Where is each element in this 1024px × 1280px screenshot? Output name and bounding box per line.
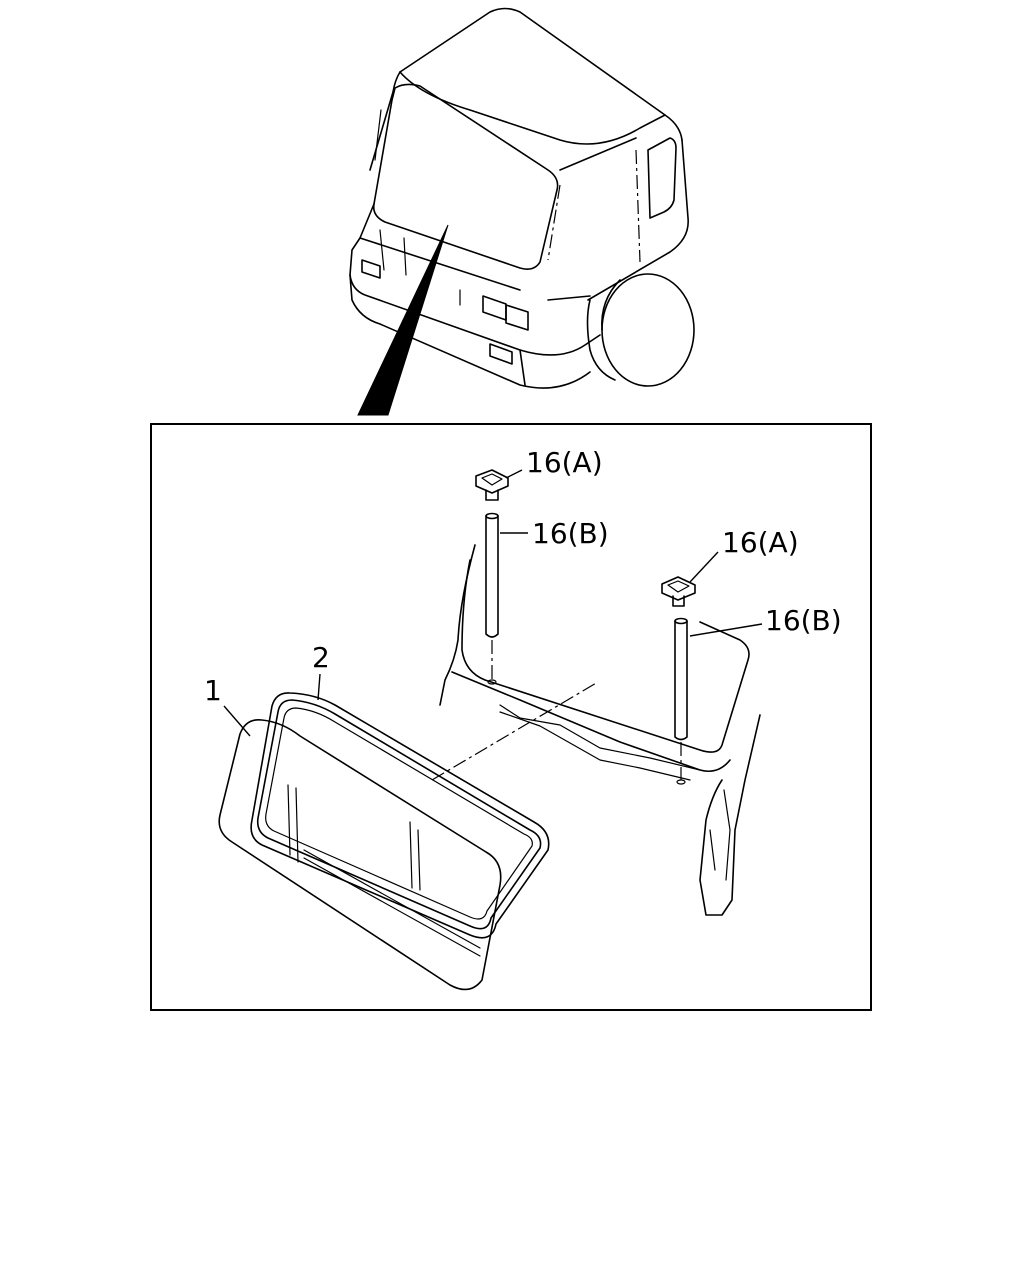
callout-16a-left: 16(A): [526, 446, 603, 479]
callout-part-2: 2: [312, 641, 330, 674]
detail-frame: [150, 423, 872, 1011]
leader-16a-left: [505, 469, 523, 479]
plug-icon: [475, 469, 509, 501]
rod-icon: [485, 512, 499, 685]
windshield-glass-icon: [218, 718, 502, 991]
callout-16b-right: 16(B): [765, 604, 842, 637]
assembly-leader: [431, 681, 599, 781]
truck-cab-icon: [349, 7, 695, 416]
callout-16a-right: 16(A): [722, 526, 799, 559]
rod-icon: [674, 617, 688, 785]
weatherstrip-icon: [250, 692, 550, 939]
body-panel: [439, 544, 761, 916]
plug-icon: [661, 576, 696, 607]
leader-part-2: [317, 673, 321, 701]
leader-16b-right: [689, 623, 763, 637]
callout-16b-left: 16(B): [532, 517, 609, 550]
leader-part-1: [223, 705, 251, 737]
callout-part-1: 1: [204, 674, 222, 707]
pointer-wedge: [357, 224, 449, 416]
leader-16a-right: [689, 551, 719, 583]
